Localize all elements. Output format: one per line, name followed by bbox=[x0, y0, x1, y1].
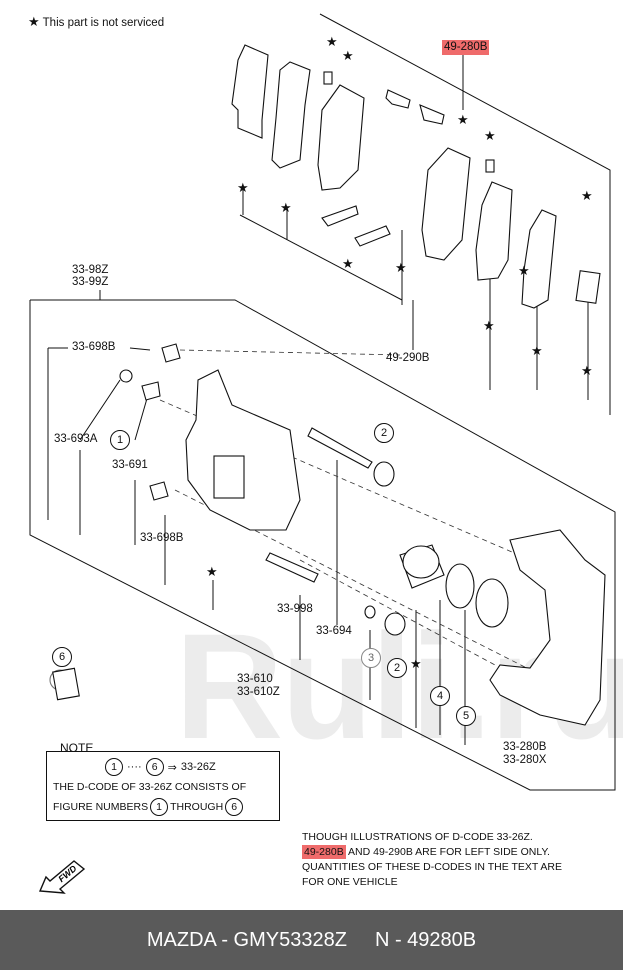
figure-number-2-lower: 2 bbox=[387, 658, 407, 678]
svg-text:★: ★ bbox=[457, 113, 469, 128]
figure-number-4: 4 bbox=[430, 686, 450, 706]
part-label-33-694[interactable]: 33-694 bbox=[316, 625, 352, 637]
part-label-33-691[interactable]: 33-691 bbox=[112, 459, 148, 471]
svg-text:★: ★ bbox=[531, 344, 543, 359]
part-label-33-698B[interactable]: 33-698B bbox=[72, 341, 116, 353]
grease-packet bbox=[52, 667, 80, 701]
guide-pin-lower bbox=[265, 552, 319, 583]
note-range-end: 6 bbox=[145, 758, 164, 776]
svg-text:★: ★ bbox=[342, 257, 354, 272]
svg-text:★: ★ bbox=[342, 49, 354, 64]
part-label-49-290B[interactable]: 49-290B bbox=[386, 352, 430, 364]
pad-kit-frame bbox=[319, 13, 611, 415]
note-box: 1 ···· 6 ⇒ 33-26Z THE D-CODE OF 33-26Z C… bbox=[46, 751, 280, 821]
part-label-33-698B-lower[interactable]: 33-698B bbox=[140, 532, 184, 544]
svg-text:★: ★ bbox=[581, 189, 593, 204]
note-line-2: THE D-CODE OF 33-26Z CONSISTS OF bbox=[53, 781, 247, 793]
mounting-bracket bbox=[489, 529, 606, 726]
footer-bar: MAZDA - GMY53328Z N - 49280B bbox=[0, 910, 623, 970]
pad-clip-bottom-1 bbox=[321, 205, 359, 227]
bolt-lower bbox=[149, 481, 169, 501]
part-label-33-99Z[interactable]: 33-99Z bbox=[72, 276, 109, 288]
svg-text:★: ★ bbox=[326, 35, 338, 50]
pad-clip-upper bbox=[385, 89, 411, 109]
boot-upper bbox=[373, 461, 395, 487]
usage-note-line3: QUANTITIES OF THESE D-CODES IN THE TEXT … bbox=[302, 861, 563, 873]
part-label-33-693A[interactable]: 33-693A bbox=[54, 433, 98, 445]
note-range: 1 ···· 6 ⇒ 33-26Z bbox=[105, 758, 216, 776]
note-line-3c: THROUGH bbox=[170, 801, 224, 813]
footer-brand-part: MAZDA - GMY53328Z bbox=[146, 928, 347, 951]
brake-pad-inner bbox=[421, 147, 471, 261]
legend-text: This part is not serviced bbox=[42, 17, 165, 29]
svg-text:★: ★ bbox=[483, 319, 495, 334]
svg-text:★: ★ bbox=[518, 264, 530, 279]
boot-small-2 bbox=[384, 612, 406, 636]
dust-boot bbox=[475, 578, 509, 628]
bolt-upper bbox=[161, 343, 181, 363]
anti-squeal-shim-inner-2 bbox=[475, 181, 513, 281]
arrow-icon: ⇒ bbox=[167, 761, 177, 774]
wear-indicator bbox=[575, 270, 601, 304]
note-range-start: 1 bbox=[105, 758, 123, 776]
svg-text:★: ★ bbox=[206, 565, 218, 580]
usage-note-line4: FOR ONE VEHICLE bbox=[302, 876, 398, 888]
caliper-body bbox=[185, 369, 301, 531]
svg-text:★: ★ bbox=[395, 261, 407, 276]
svg-text:★: ★ bbox=[581, 364, 593, 379]
guide-pin-upper bbox=[307, 427, 373, 469]
pad-clip-bottom-2 bbox=[354, 225, 391, 247]
brake-caliper-diagram: ★ ★ ★ ★ ★ ★ ★ ★ ★ ★ ★ ★ ★ ★ ★ bbox=[29, 13, 616, 791]
usage-note-line2-rest: AND 49-290B ARE FOR LEFT SIDE ONLY. bbox=[348, 846, 550, 858]
figure-number-6: 6 bbox=[52, 647, 72, 667]
boot-small-1 bbox=[364, 605, 376, 619]
usage-note-line1: THOUGH ILLUSTRATIONS OF D-CODE 33-26Z. bbox=[302, 831, 533, 843]
note-range-sep: ···· bbox=[127, 761, 142, 773]
caliper-frame bbox=[29, 299, 616, 791]
part-label-33-98Z[interactable]: 33-98Z bbox=[72, 264, 109, 276]
note-line-3-num6: 6 bbox=[225, 798, 244, 816]
note-line-3: FIGURE NUMBERS 1 THROUGH 6 bbox=[53, 798, 244, 816]
usage-note: THOUGH ILLUSTRATIONS OF D-CODE 33-26Z. 4… bbox=[302, 830, 562, 890]
note-line-3-num1: 1 bbox=[150, 798, 169, 816]
part-label-33-998[interactable]: 33-998 bbox=[277, 603, 313, 615]
bleeder-screw bbox=[141, 381, 161, 401]
figure-number-5: 5 bbox=[456, 706, 476, 726]
figure-number-1: 1 bbox=[110, 430, 130, 450]
anti-squeal-shim-outer-2 bbox=[521, 209, 557, 309]
not-serviced-stars: ★ ★ ★ ★ ★ ★ ★ ★ ★ ★ ★ ★ ★ ★ ★ bbox=[206, 35, 593, 672]
usage-note-code[interactable]: 49-280B bbox=[302, 845, 346, 859]
star-icon: ★ bbox=[28, 14, 40, 29]
note-code: 33-26Z bbox=[180, 761, 216, 773]
legend: ★This part is not serviced bbox=[28, 14, 164, 30]
part-label-33-280X[interactable]: 33-280X bbox=[503, 754, 547, 766]
note-line-3a: FIGURE NUMBERS bbox=[53, 801, 149, 813]
seal-ring bbox=[445, 563, 475, 609]
bleeder-cap bbox=[119, 369, 133, 383]
part-label-33-280B[interactable]: 33-280B bbox=[503, 741, 547, 753]
usage-note-line2: 49-280B AND 49-290B ARE FOR LEFT SIDE ON… bbox=[302, 845, 562, 860]
svg-text:★: ★ bbox=[410, 657, 422, 672]
brake-pad-outer bbox=[317, 84, 365, 191]
figure-number-3: 3 bbox=[361, 648, 381, 668]
svg-text:★: ★ bbox=[484, 129, 496, 144]
footer-oem-number: N - 49280B bbox=[374, 928, 477, 951]
anti-squeal-shim-inner bbox=[271, 61, 311, 169]
svg-text:★: ★ bbox=[237, 181, 249, 196]
pad-clip-lower bbox=[419, 104, 445, 125]
part-label-33-610Z[interactable]: 33-610Z bbox=[237, 686, 280, 698]
part-label-33-610[interactable]: 33-610 bbox=[237, 673, 273, 685]
svg-text:★: ★ bbox=[280, 201, 292, 216]
anti-squeal-shim-outer bbox=[231, 44, 269, 139]
fwd-arrow-icon: FWD bbox=[38, 860, 86, 894]
part-label-49-280B[interactable]: 49-280B bbox=[442, 40, 490, 55]
figure-number-2: 2 bbox=[374, 423, 394, 443]
